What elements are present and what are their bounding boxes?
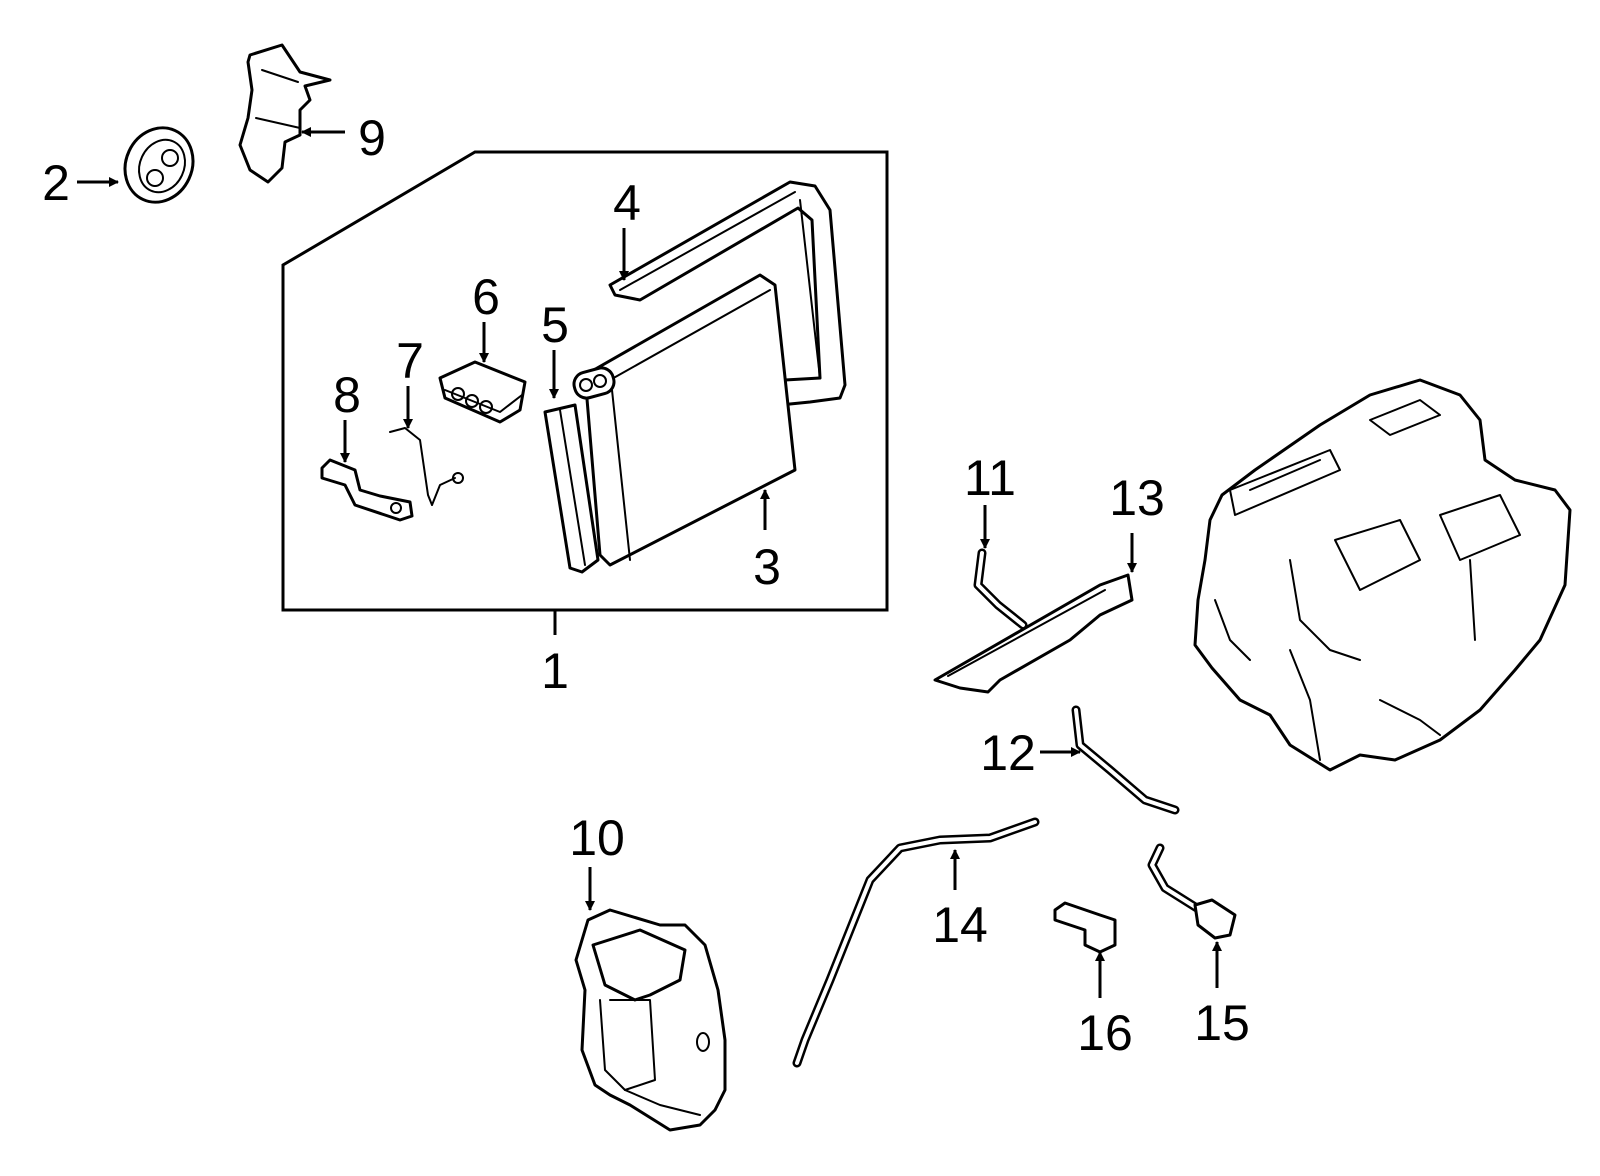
callout-label-10: 10 (569, 810, 625, 866)
part-8-clamp (320, 458, 414, 522)
part-9-bracket (238, 43, 332, 184)
part-7-sensor (389, 427, 464, 506)
part-3-evaporator-core (572, 273, 797, 567)
part-13-duct (933, 573, 1134, 694)
callout-label-4: 4 (613, 175, 641, 231)
callout-label-15: 15 (1194, 995, 1250, 1051)
callout-label-1: 1 (541, 643, 569, 699)
callout-label-14: 14 (932, 897, 988, 953)
part-11-wire (973, 548, 1028, 630)
part-16-connector (1053, 901, 1117, 954)
callout-label-9: 9 (358, 110, 386, 166)
part-12-hose (1071, 705, 1180, 815)
callout-label-8: 8 (333, 367, 361, 423)
part-15-connector (1147, 843, 1237, 940)
callout-label-12: 12 (980, 725, 1036, 781)
part-2-grommet (123, 126, 195, 204)
callout-label-16: 16 (1077, 1005, 1133, 1061)
callout-label-5: 5 (541, 297, 569, 353)
callout-labels: 1 2 3 4 5 6 7 8 9 10 11 12 13 14 15 16 (42, 110, 1250, 1061)
hvac-housing (1193, 378, 1572, 772)
evaporator-assembly-box (281, 150, 889, 635)
callout-label-2: 2 (42, 155, 70, 211)
part-6-expansion-block (438, 360, 527, 424)
callout-arrows (77, 127, 1222, 998)
callout-label-3: 3 (753, 539, 781, 595)
callout-label-13: 13 (1109, 470, 1165, 526)
callout-label-6: 6 (472, 269, 500, 325)
callout-label-11: 11 (964, 450, 1016, 506)
part-14-drain-hose (792, 817, 1040, 1068)
callout-label-7: 7 (396, 333, 424, 389)
part-5-seal-strip (543, 403, 600, 574)
part-10-housing (574, 908, 727, 1132)
